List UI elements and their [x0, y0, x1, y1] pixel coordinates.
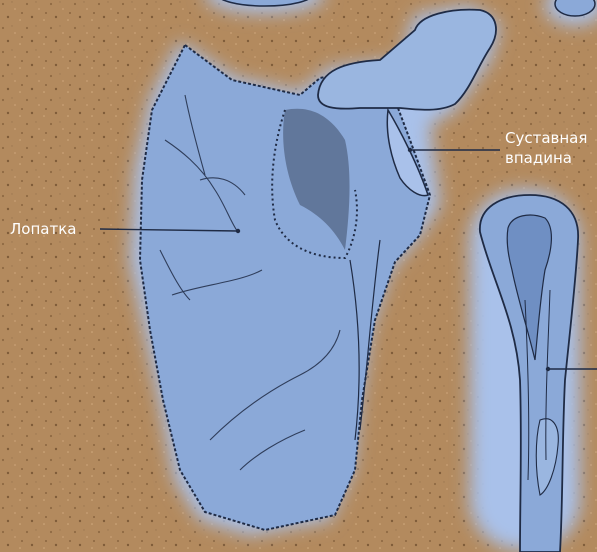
- glenoid-leader-dot: [408, 148, 412, 152]
- humerus-leader-dot: [546, 367, 550, 371]
- glenoid-label-line1: Суставная: [505, 128, 587, 148]
- scapula-label: Лопатка: [10, 219, 76, 239]
- glenoid-label-line2: впадина: [505, 148, 587, 168]
- glenoid-label: Суставная впадина: [505, 128, 587, 168]
- scapula-leader-dot: [236, 229, 240, 233]
